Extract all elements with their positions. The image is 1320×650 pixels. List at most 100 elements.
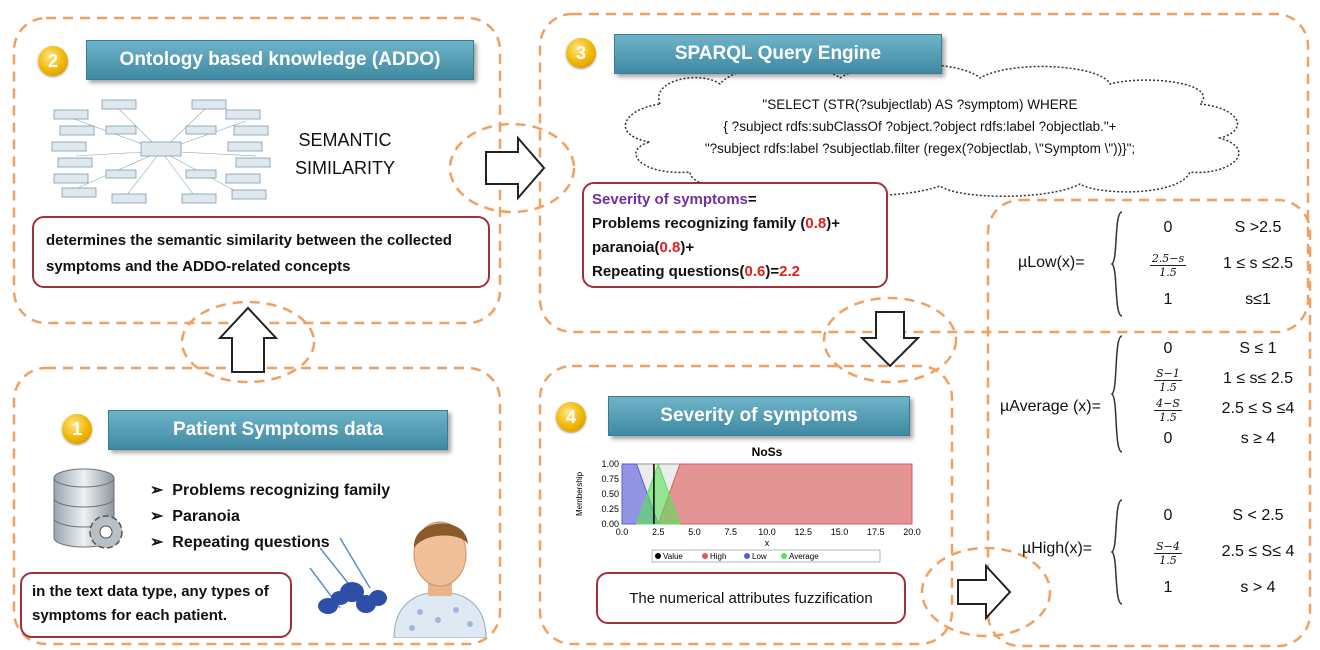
query-line: { ?subject rdfs:subClassOf ?object.?obje…: [723, 119, 1117, 134]
semantic-line2: SIMILARITY: [294, 158, 396, 178]
legend-marker: [702, 553, 708, 559]
arrow-bullet-icon: ➢: [150, 508, 173, 525]
badge-2: 2: [38, 46, 68, 76]
piecewise-value: 1: [1163, 579, 1173, 596]
legend-marker: [744, 553, 750, 559]
query-line: "?subject rdfs:label ?subjectlab.filter …: [704, 141, 1136, 156]
piecewise-condition: 2.5 ≤ S≤ 4: [1221, 543, 1295, 560]
badge-4: 4: [556, 402, 586, 432]
severity-term: paranoia(0.8)+: [592, 239, 695, 256]
piecewise-condition: 1 ≤ s ≤2.5: [1222, 255, 1294, 272]
brace-icon: [1110, 499, 1123, 605]
ontology-banner: Ontology based knowledge (ADDO): [86, 40, 474, 80]
symptom-item: ➢ Problems recognizing family: [150, 482, 391, 499]
legend-marker: [781, 553, 787, 559]
piecewise-value: 0: [1163, 507, 1173, 524]
x-tick-label: 2.5: [652, 527, 665, 537]
patient-banner: Patient Symptoms data: [108, 410, 448, 450]
arrow-down-icon: [859, 311, 921, 368]
average-function-label: µAverage (x)=: [1000, 398, 1101, 415]
semantic-note: determines the semantic similarity betwe…: [32, 216, 490, 288]
x-tick-label: 17.5: [867, 527, 885, 537]
patient-avatar-icon: [309, 521, 487, 638]
y-tick-label: 0.25: [601, 504, 619, 514]
series-area-high: [657, 463, 913, 525]
high-function-label: µHigh(x)=: [1022, 540, 1093, 557]
x-tick-label: 7.5: [724, 527, 737, 537]
legend-label: Value: [663, 552, 683, 561]
membership-outline: [986, 198, 1312, 648]
piecewise-value: 0: [1163, 340, 1173, 357]
badge-3: 3: [566, 38, 596, 68]
semantic-line1: SEMANTIC: [298, 130, 392, 150]
legend-marker: [655, 553, 661, 559]
piecewise-value: 1: [1163, 291, 1173, 308]
piecewise-condition: s ≥ 4: [1240, 430, 1276, 447]
y-tick-label: 0.75: [601, 474, 619, 484]
piecewise-condition: s≤1: [1245, 291, 1271, 308]
x-axis-label: x: [765, 538, 770, 548]
arrow-bullet-icon: ➢: [150, 482, 173, 499]
piecewise-row: 1 s≤1: [1138, 282, 1318, 318]
piecewise-row: 0 S >2.5: [1138, 210, 1318, 246]
piecewise-value: 0: [1163, 219, 1173, 236]
piecewise-condition: S >2.5: [1234, 219, 1282, 236]
x-tick-label: 20.0: [903, 527, 921, 537]
arrow-bullet-icon: ➢: [150, 534, 173, 551]
fuzzy-chart: NoSs 0.0 2.5 5.0 7.5 10.0 12.5 15.0 17.5 20.0 0.00…: [575, 445, 921, 563]
piecewise-condition: s > 4: [1240, 579, 1276, 596]
legend-label: Average: [789, 552, 819, 561]
symptom-list: ➢ Problems recognizing family ➢ Paranoia…: [150, 478, 390, 556]
severity-calculation: Severity of symptoms= Problems recognizi…: [582, 182, 888, 288]
sparql-query: "SELECT (STR(?subjectlab) AS ?symptom) W…: [640, 94, 1200, 160]
severity-heading: Severity of symptoms: [592, 191, 748, 208]
y-tick-label: 0.00: [601, 519, 619, 529]
weight-value: 0.6: [744, 263, 766, 280]
y-axis-label: Membership: [575, 471, 584, 516]
database-gear-icon: [53, 468, 123, 549]
severity-total: 2.2: [779, 263, 800, 280]
x-tick-label: 15.0: [831, 527, 849, 537]
connector-ellipse-4: [920, 546, 1052, 638]
connector-ellipse-1: [180, 300, 316, 384]
patient-note: in the text data type, any types of symp…: [20, 572, 292, 638]
piecewise-value: 0: [1163, 430, 1173, 447]
x-tick-label: 10.0: [758, 527, 776, 537]
panel4-outline: [538, 364, 954, 646]
arrow-right-icon: [485, 135, 546, 201]
connector-ellipse-2: [448, 122, 576, 214]
legend-box: [651, 549, 881, 563]
legend-label: Low: [752, 552, 767, 561]
ontology-graph-icon: [51, 99, 271, 204]
fuzzification-note: The numerical attributes fuzzification: [596, 572, 906, 624]
query-line: "SELECT (STR(?subjectlab) AS ?symptom) W…: [762, 97, 1078, 112]
x-tick-label: 5.0: [688, 527, 701, 537]
x-tick-label: 12.5: [794, 527, 812, 537]
brace-icon: [1110, 335, 1123, 453]
symptom-item: ➢ Repeating questions: [150, 534, 330, 551]
piecewise-row: 0 S ≤ 1: [1138, 334, 1318, 364]
y-tick-label: 0.50: [601, 489, 619, 499]
piecewise-condition: 1 ≤ s≤ 2.5: [1222, 370, 1294, 387]
chart-title: NoSs: [752, 445, 783, 459]
legend-label: High: [710, 552, 726, 561]
severity-banner: Severity of symptoms: [608, 396, 910, 436]
connector-ellipse-3: [822, 296, 958, 384]
y-tick-label: 1.00: [601, 459, 619, 469]
semantic-similarity-label: SEMANTIC SIMILARITY: [290, 126, 400, 182]
series-area-average: [635, 462, 681, 525]
piecewise-condition: S ≤ 1: [1239, 340, 1277, 357]
severity-term: Repeating questions(0.6)=2.2: [592, 263, 800, 280]
x-tick-label: 0.0: [616, 527, 629, 537]
piecewise-condition: S < 2.5: [1232, 507, 1284, 524]
weight-value: 0.8: [659, 239, 681, 256]
brace-icon: [1110, 211, 1123, 317]
